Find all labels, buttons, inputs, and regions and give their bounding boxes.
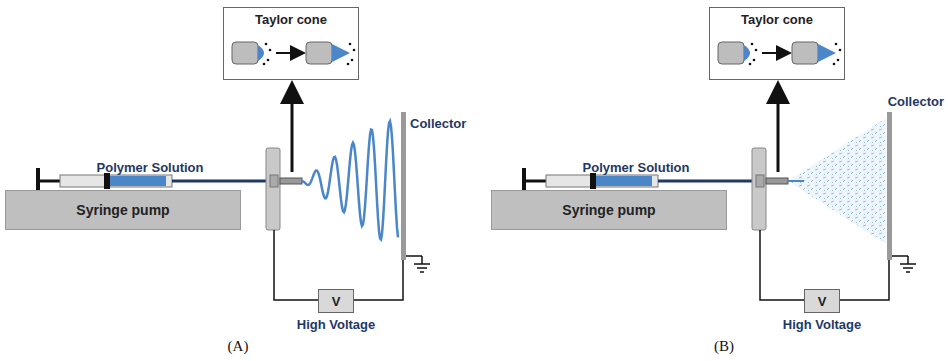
box-title: Taylor cone	[741, 12, 813, 27]
tube-label: Polymer Solution	[583, 160, 690, 175]
charge-dot	[353, 49, 356, 52]
ground-symbol	[414, 263, 430, 265]
inset-box: Taylor cone	[709, 7, 845, 80]
ground-wire	[892, 255, 908, 257]
ground-wire	[406, 255, 422, 257]
charge-dot	[265, 43, 268, 46]
charge-dot	[269, 49, 272, 52]
collector-plate	[401, 112, 406, 260]
panel-a	[38, 42, 430, 300]
inset-needle	[232, 42, 258, 64]
hv-wire	[274, 230, 318, 300]
polymer-fluid	[596, 176, 652, 186]
charge-dot	[351, 59, 354, 62]
collector-label: Collector	[410, 116, 466, 131]
charge-dot	[839, 49, 842, 52]
charge-dot	[749, 63, 752, 66]
whipping-jet	[302, 121, 398, 239]
ground-symbol	[903, 267, 913, 269]
plunger-head	[104, 173, 110, 189]
plate-fitting	[270, 175, 278, 187]
jet	[788, 180, 804, 182]
ground-wire	[421, 256, 423, 264]
charge-dot	[833, 63, 836, 66]
panel-label: (B)	[714, 338, 734, 355]
voltage-label: High Voltage	[783, 317, 861, 332]
zoom-arrow	[291, 92, 294, 172]
feed-tube	[658, 180, 756, 183]
charge-dot	[837, 59, 840, 62]
needle	[280, 178, 302, 184]
hv-wire	[354, 260, 403, 300]
box-title: Taylor cone	[255, 12, 327, 27]
charge-dot	[263, 63, 266, 66]
voltage-symbol: V	[332, 294, 341, 309]
feed-tube	[172, 180, 270, 183]
inset-arrow	[762, 52, 784, 54]
spinneret-plate	[266, 148, 280, 230]
ground-symbol	[906, 271, 910, 273]
collector-label: Collector	[888, 94, 944, 109]
box-title: Syringe pump	[76, 202, 169, 218]
collector-plate	[887, 112, 892, 260]
panel-label: (A)	[228, 338, 249, 355]
box-title: Syringe pump	[562, 202, 655, 218]
ground-wire	[907, 256, 909, 264]
droplet	[258, 45, 264, 61]
syringe-barrel	[60, 175, 172, 187]
plate-fitting	[756, 175, 764, 187]
tube-label: Polymer Solution	[97, 160, 204, 175]
hv-wire	[760, 230, 804, 300]
pump-box: Syringe pump	[491, 190, 727, 230]
inset-needle	[306, 42, 332, 64]
syringe-barrel	[546, 175, 658, 187]
panel-b	[524, 42, 916, 300]
plunger-head	[590, 173, 596, 189]
droplet	[744, 45, 750, 61]
charge-dot	[751, 43, 754, 46]
spray-cone	[788, 118, 886, 244]
ground-symbol	[900, 263, 916, 265]
taylor-cone-shape	[332, 44, 350, 62]
pump-box: Syringe pump	[5, 190, 241, 230]
inset-box: Taylor cone	[223, 7, 359, 80]
voltage-label: High Voltage	[297, 317, 375, 332]
voltage-box: V	[318, 289, 354, 313]
zoom-arrow	[777, 92, 780, 172]
charge-dot	[349, 43, 352, 46]
charge-dot	[835, 43, 838, 46]
charge-dot	[755, 49, 758, 52]
needle	[766, 178, 788, 184]
inset-needle	[718, 42, 744, 64]
hv-wire	[840, 260, 889, 300]
polymer-fluid	[110, 176, 166, 186]
voltage-symbol: V	[818, 294, 827, 309]
ground-symbol	[420, 271, 424, 273]
charge-dot	[753, 59, 756, 62]
charge-dot	[267, 59, 270, 62]
ground-symbol	[417, 267, 427, 269]
spinneret-plate	[752, 148, 766, 230]
taylor-cone-shape	[818, 44, 836, 62]
voltage-box: V	[804, 289, 840, 313]
charge-dot	[347, 63, 350, 66]
inset-needle	[792, 42, 818, 64]
inset-arrow	[276, 52, 298, 54]
